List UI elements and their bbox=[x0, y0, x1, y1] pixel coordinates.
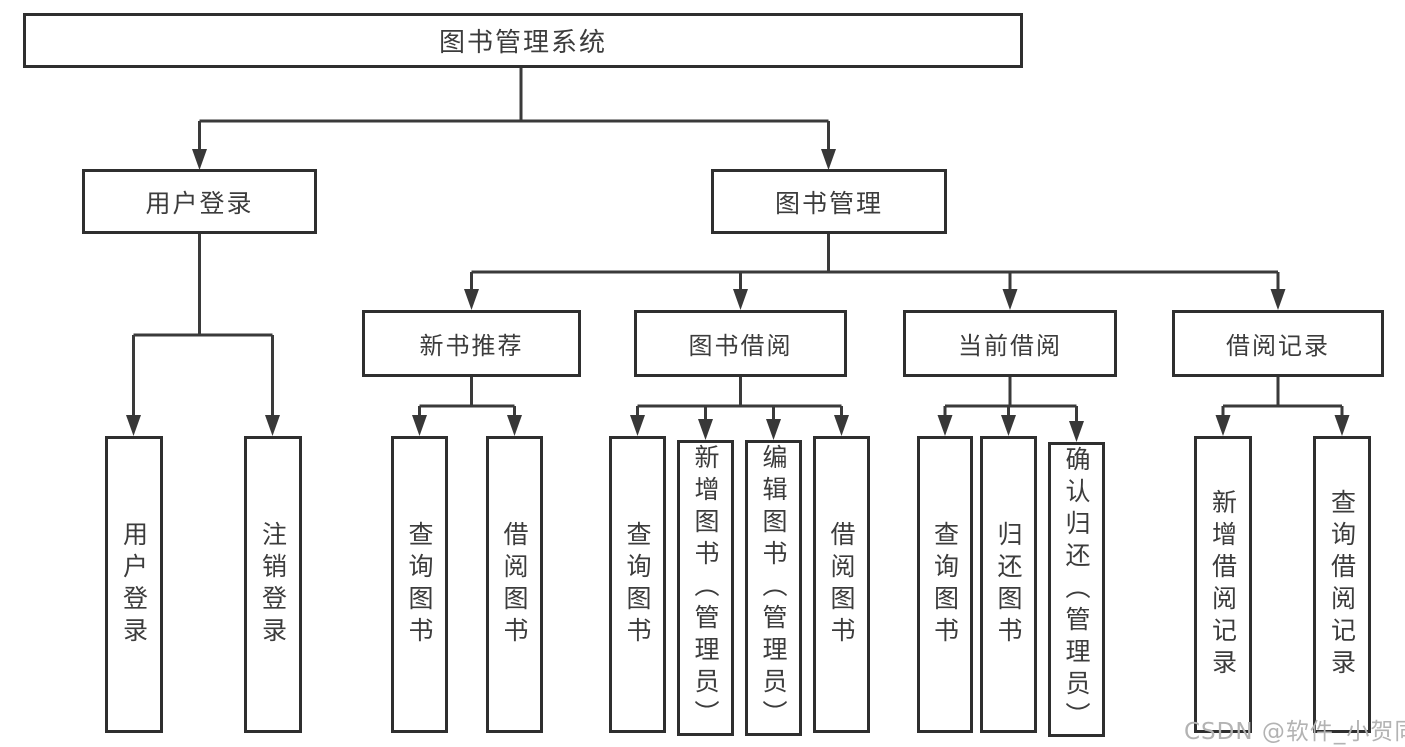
connector-line bbox=[636, 377, 843, 422]
arrowhead-icon bbox=[821, 149, 836, 170]
arrowhead-icon bbox=[1270, 289, 1286, 310]
node-user-login-branch: 用户登录 bbox=[82, 169, 317, 234]
arrowhead-icon bbox=[507, 415, 522, 436]
connector-line bbox=[470, 234, 1280, 292]
connector-line bbox=[198, 68, 830, 151]
arrowhead-icon bbox=[1001, 415, 1016, 436]
leaf-add-borrow-record: 新增借阅记录 bbox=[1194, 436, 1252, 733]
arrowhead-icon bbox=[265, 415, 280, 436]
connector-line bbox=[1221, 377, 1344, 418]
arrowhead-icon bbox=[766, 419, 781, 440]
leaf-user-login: 用户登录 bbox=[105, 436, 163, 733]
arrowhead-icon bbox=[1069, 421, 1084, 442]
leaf-borrow-books-borrowing: 借阅图书 bbox=[813, 436, 870, 733]
node-library-management-system: 图书管理系统 bbox=[23, 13, 1023, 68]
arrowhead-icon bbox=[834, 415, 849, 436]
arrowhead-icon bbox=[630, 415, 645, 436]
arrowhead-icon bbox=[698, 419, 713, 440]
leaf-add-book-admin: 新增图书（管理员） bbox=[677, 440, 734, 736]
node-book-management-branch: 图书管理 bbox=[711, 169, 947, 234]
leaf-logout: 注销登录 bbox=[244, 436, 302, 733]
arrowhead-icon bbox=[1002, 289, 1018, 310]
leaf-query-books-current: 查询图书 bbox=[917, 436, 973, 733]
node-new-book-recommendation: 新书推荐 bbox=[362, 310, 581, 377]
leaf-query-books-borrowing: 查询图书 bbox=[609, 436, 666, 733]
arrowhead-icon bbox=[126, 415, 141, 436]
arrowhead-icon bbox=[1334, 415, 1350, 436]
connector-line bbox=[943, 377, 1078, 424]
node-current-borrowing: 当前借阅 bbox=[903, 310, 1117, 377]
leaf-confirm-return-admin: 确认归还（管理员） bbox=[1048, 442, 1105, 737]
arrowhead-icon bbox=[192, 149, 207, 170]
arrowhead-icon bbox=[937, 415, 953, 436]
leaf-edit-book-admin: 编辑图书（管理员） bbox=[745, 440, 802, 736]
leaf-query-books-recommend: 查询图书 bbox=[391, 436, 448, 733]
connector-line bbox=[418, 377, 516, 418]
arrowhead-icon bbox=[412, 415, 427, 436]
connector-line bbox=[132, 234, 274, 418]
arrowhead-icon bbox=[1215, 415, 1231, 436]
leaf-query-borrow-record: 查询借阅记录 bbox=[1313, 436, 1371, 733]
leaf-return-book: 归还图书 bbox=[980, 436, 1037, 733]
arrowhead-icon bbox=[733, 289, 748, 310]
node-borrowing-records: 借阅记录 bbox=[1172, 310, 1384, 377]
node-book-borrowing: 图书借阅 bbox=[634, 310, 847, 377]
leaf-borrow-books-recommend: 借阅图书 bbox=[486, 436, 543, 733]
csdn-watermark: CSDN @软件_小贺同学 bbox=[1184, 719, 1405, 745]
arrowhead-icon bbox=[464, 289, 479, 310]
